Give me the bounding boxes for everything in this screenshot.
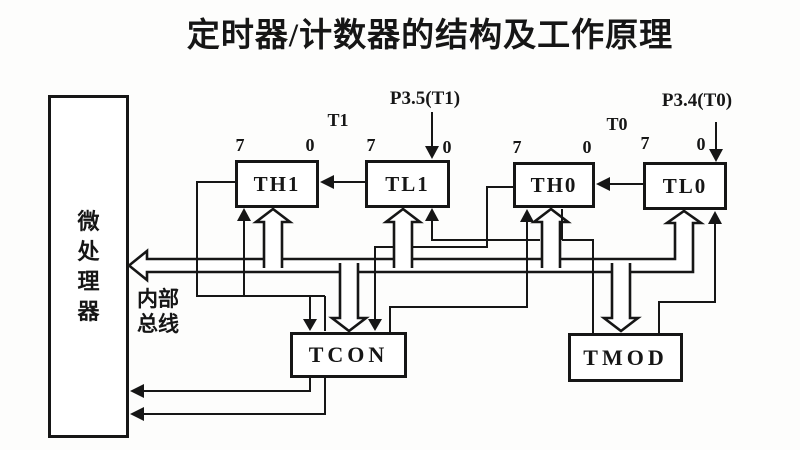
register-th1-label: TH1 (253, 171, 301, 196)
register-tl1-label: TL1 (385, 171, 430, 196)
tl1-bit0-label: 0 (442, 137, 452, 157)
register-tl0-box: TL0 (643, 162, 727, 210)
bus-riser-tl1 (382, 207, 424, 268)
register-tcon-label: TCON (308, 342, 389, 367)
th1-bit7-label: 7 (235, 135, 245, 155)
p34-t0-pin-label: P3.4(T0) (661, 90, 733, 111)
register-tmod-box: TMOD (568, 333, 683, 382)
bus-riser-th0 (530, 207, 572, 268)
signal-wires (144, 112, 717, 415)
diagram-title: 定时器/计数器的结构及工作原理 (186, 18, 674, 54)
bus-dropper-tcon (328, 263, 370, 333)
register-th0-box: TH0 (513, 162, 595, 208)
th1-bit0-label: 0 (305, 135, 315, 155)
tl0-bit0-label: 0 (696, 134, 706, 154)
p35-t1-pin-label: P3.5(T1) (389, 88, 461, 109)
cpu-box: 微处理器 (48, 95, 129, 438)
register-tl0-label: TL0 (662, 173, 708, 198)
register-tmod-label: TMOD (583, 344, 668, 370)
t1-label: T1 (327, 110, 349, 130)
tl1-bit7-label: 7 (366, 135, 376, 155)
bus-riser-th1 (252, 207, 294, 268)
register-th1-box: TH1 (235, 160, 319, 208)
cpu-label: 微处理器 (77, 208, 100, 324)
internal-bus-label: 内部总线 (137, 287, 179, 336)
arrowheads (130, 146, 723, 421)
register-tcon-box: TCON (290, 332, 407, 378)
t0-label: T0 (606, 114, 628, 134)
bus-dropper-tmod (600, 263, 642, 333)
register-tl1-box: TL1 (365, 160, 450, 208)
th0-bit7-label: 7 (512, 137, 522, 157)
register-th0-label: TH0 (530, 172, 578, 197)
tl0-bit7-label: 7 (640, 133, 650, 153)
th0-bit0-label: 0 (582, 137, 592, 157)
